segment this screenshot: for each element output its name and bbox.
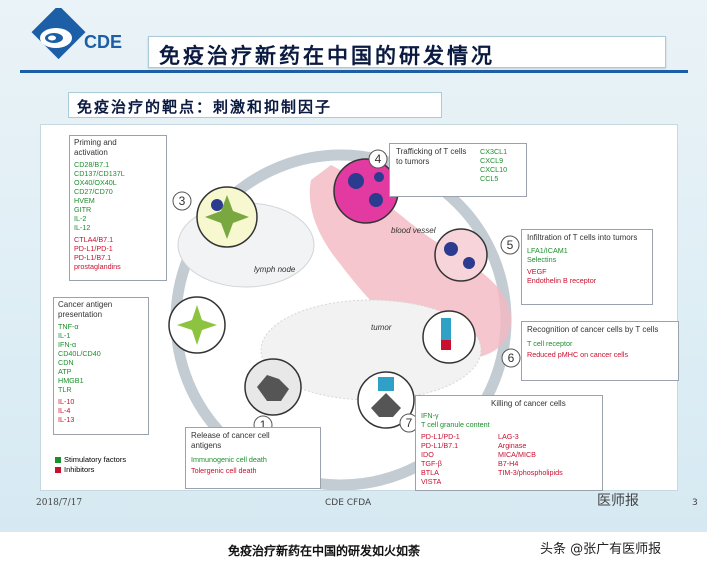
step-1-number: 1 <box>260 418 267 432</box>
recognition-stim-1: T cell receptor <box>527 338 573 348</box>
step-4-number: 4 <box>375 152 382 166</box>
legend-inhib-label: Inhibitors <box>64 465 95 474</box>
cycle-graphics: 3 4 5 6 7 1 2 lymph node blood vessel tu… <box>129 149 521 490</box>
image-caption: 免疫治疗新药在中国的研发如火如荼 <box>228 544 421 558</box>
infiltration-inhib-1: VEGF <box>527 266 547 276</box>
priming-stim-3: OX40/OX40L <box>74 178 117 187</box>
priming-stim-8: IL-12 <box>74 223 91 232</box>
watermark-text: 医师报 <box>597 493 639 509</box>
footer-date: 2018/7/17 <box>36 498 83 508</box>
infiltration-inhib-2: Endothelin B receptor <box>527 275 597 285</box>
antigen-presentation-box: Cancer antigen presentation TNF-α IL-1 I… <box>53 297 149 435</box>
slide: CDE 免疫治疗新药在中国的研发情况 免疫治疗的靶点：刺激和抑制因子 <box>0 0 707 532</box>
step-3-number: 3 <box>179 194 186 208</box>
recognition-title: Recognition of cancer cells by T cells <box>527 325 659 334</box>
footer-org: CDE CFDA <box>325 498 372 508</box>
subtitle-box: 免疫治疗的靶点：刺激和抑制因子 <box>68 92 442 118</box>
infiltration-title: Infiltration of T cells into tumors <box>527 233 638 242</box>
presentation-stim-2: IL-1 <box>58 331 71 340</box>
presentation-stim-8: TLR <box>58 385 72 394</box>
page-title: 免疫治疗新药在中国的研发情况 <box>159 43 495 68</box>
legend-stim-swatch <box>55 457 61 464</box>
infiltration-stim-2: Selectins <box>527 254 557 264</box>
priming-inhib-3: PD-L1/B7.1 <box>74 253 112 262</box>
killing-inhib-1: PD-L1/PD-1 <box>421 432 460 441</box>
logo-text: CDE <box>84 32 122 52</box>
source-credit: 头条 @张广有医师报 <box>540 542 662 557</box>
killing-stim-2: T cell granule content <box>421 419 490 429</box>
killing-inhib-8: Arginase <box>498 441 527 450</box>
release-title: Release of cancer cell antigens <box>191 431 270 450</box>
presentation-stim-6: ATP <box>58 367 72 376</box>
killing-stim-1: IFN-γ <box>421 410 439 420</box>
recognition-inhib-1: Reduced pMHC on cancer cells <box>527 349 629 359</box>
priming-box: Priming and activation CD28/B7.1 CD137/C… <box>69 135 167 281</box>
footer-page-number: 3 <box>692 498 698 508</box>
killing-inhib-7: LAG-3 <box>498 432 519 441</box>
killing-inhib-6: VISTA <box>421 477 442 486</box>
cancer-immunity-cycle-diagram: 3 4 5 6 7 1 2 lymph node blood vessel tu… <box>40 124 679 491</box>
trafficking-box: Trafficking of T cells to tumors CX3CL1 … <box>389 143 527 197</box>
presentation-inhib-3: IL-13 <box>58 415 75 424</box>
trafficking-stim-2: CXCL9 <box>480 156 504 165</box>
killing-inhib-10: B7-H4 <box>498 459 519 468</box>
priming-inhib-2: PD-L1/PD-1 <box>74 244 113 253</box>
infiltration-box: Infiltration of T cells into tumors LFA1… <box>521 229 653 305</box>
priming-stim-5: HVEM <box>74 196 95 205</box>
killing-inhib-9: MICA/MICB <box>498 450 536 459</box>
legend-inhibitors: Inhibitors <box>55 465 94 474</box>
presentation-inhib-2: IL-4 <box>58 406 71 415</box>
priming-inhib-4: prostaglandins <box>74 262 121 271</box>
killing-inhib-3: IDO <box>421 450 434 459</box>
presentation-stim-7: HMGB1 <box>58 376 84 385</box>
step-7-number: 7 <box>406 416 413 430</box>
killing-inhib-4: TGF-β <box>421 459 442 468</box>
legend-stim-label: Stimulatory factors <box>64 455 127 464</box>
legend-inhib-swatch <box>55 467 61 474</box>
cde-logo: CDE <box>31 8 122 60</box>
presentation-stim-1: TNF-α <box>58 322 79 331</box>
killing-box: Killing of cancer cells IFN-γ T cell gra… <box>415 395 603 491</box>
presentation-stim-3: IFN-α <box>58 340 77 349</box>
infiltration-cell-icon <box>434 228 488 282</box>
recognition-box: Recognition of cancer cells by T cells T… <box>521 321 679 381</box>
watermark: 医师报 <box>597 490 639 510</box>
priming-title: Priming and activation <box>74 138 117 157</box>
trafficking-title: Trafficking of T cells to tumors <box>396 147 467 166</box>
presentation-stim-5: CDN <box>58 358 74 367</box>
priming-stim-2: CD137/CD137L <box>74 169 125 178</box>
priming-stim-7: IL-2 <box>74 214 87 223</box>
killing-inhib-5: BTLA <box>421 468 439 477</box>
title-box: 免疫治疗新药在中国的研发情况 <box>148 36 666 68</box>
tumor-label: tumor <box>371 323 392 332</box>
killing-inhib-2: PD-L1/B7.1 <box>421 441 459 450</box>
presentation-stim-4: CD40L/CD40 <box>58 349 101 358</box>
title-divider <box>20 70 688 73</box>
priming-inhib-1: CTLA4/B7.1 <box>74 235 114 244</box>
lymph-node-label: lymph node <box>254 265 296 274</box>
priming-stim-1: CD28/B7.1 <box>74 160 110 169</box>
legend-stimulatory: Stimulatory factors <box>55 455 126 464</box>
trafficking-stim-4: CCL5 <box>480 174 499 183</box>
killing-title: Killing of cancer cells <box>491 399 566 408</box>
blood-vessel-label: blood vessel <box>391 226 436 235</box>
priming-stim-6: GITR <box>74 205 92 214</box>
antigen-presentation-title: Cancer antigen presentation <box>58 300 113 319</box>
killing-inhib-11: TIM-3/phospholipids <box>498 468 563 477</box>
trafficking-stim-3: CXCL10 <box>480 165 508 174</box>
release-inhib-1: Tolergenic cell death <box>191 466 257 475</box>
trafficking-stim-1: CX3CL1 <box>480 147 508 156</box>
priming-stim-4: CD27/CD70 <box>74 187 113 196</box>
infiltration-stim-1: LFA1/ICAM1 <box>527 245 568 255</box>
step-6-number: 6 <box>508 351 515 365</box>
page-subtitle: 免疫治疗的靶点：刺激和抑制因子 <box>77 98 333 116</box>
step-5-number: 5 <box>507 238 514 252</box>
release-box: Release of cancer cell antigens Immunoge… <box>185 427 321 489</box>
presentation-inhib-1: IL-10 <box>58 397 75 406</box>
release-stim-1: Immunogenic cell death <box>191 455 267 464</box>
